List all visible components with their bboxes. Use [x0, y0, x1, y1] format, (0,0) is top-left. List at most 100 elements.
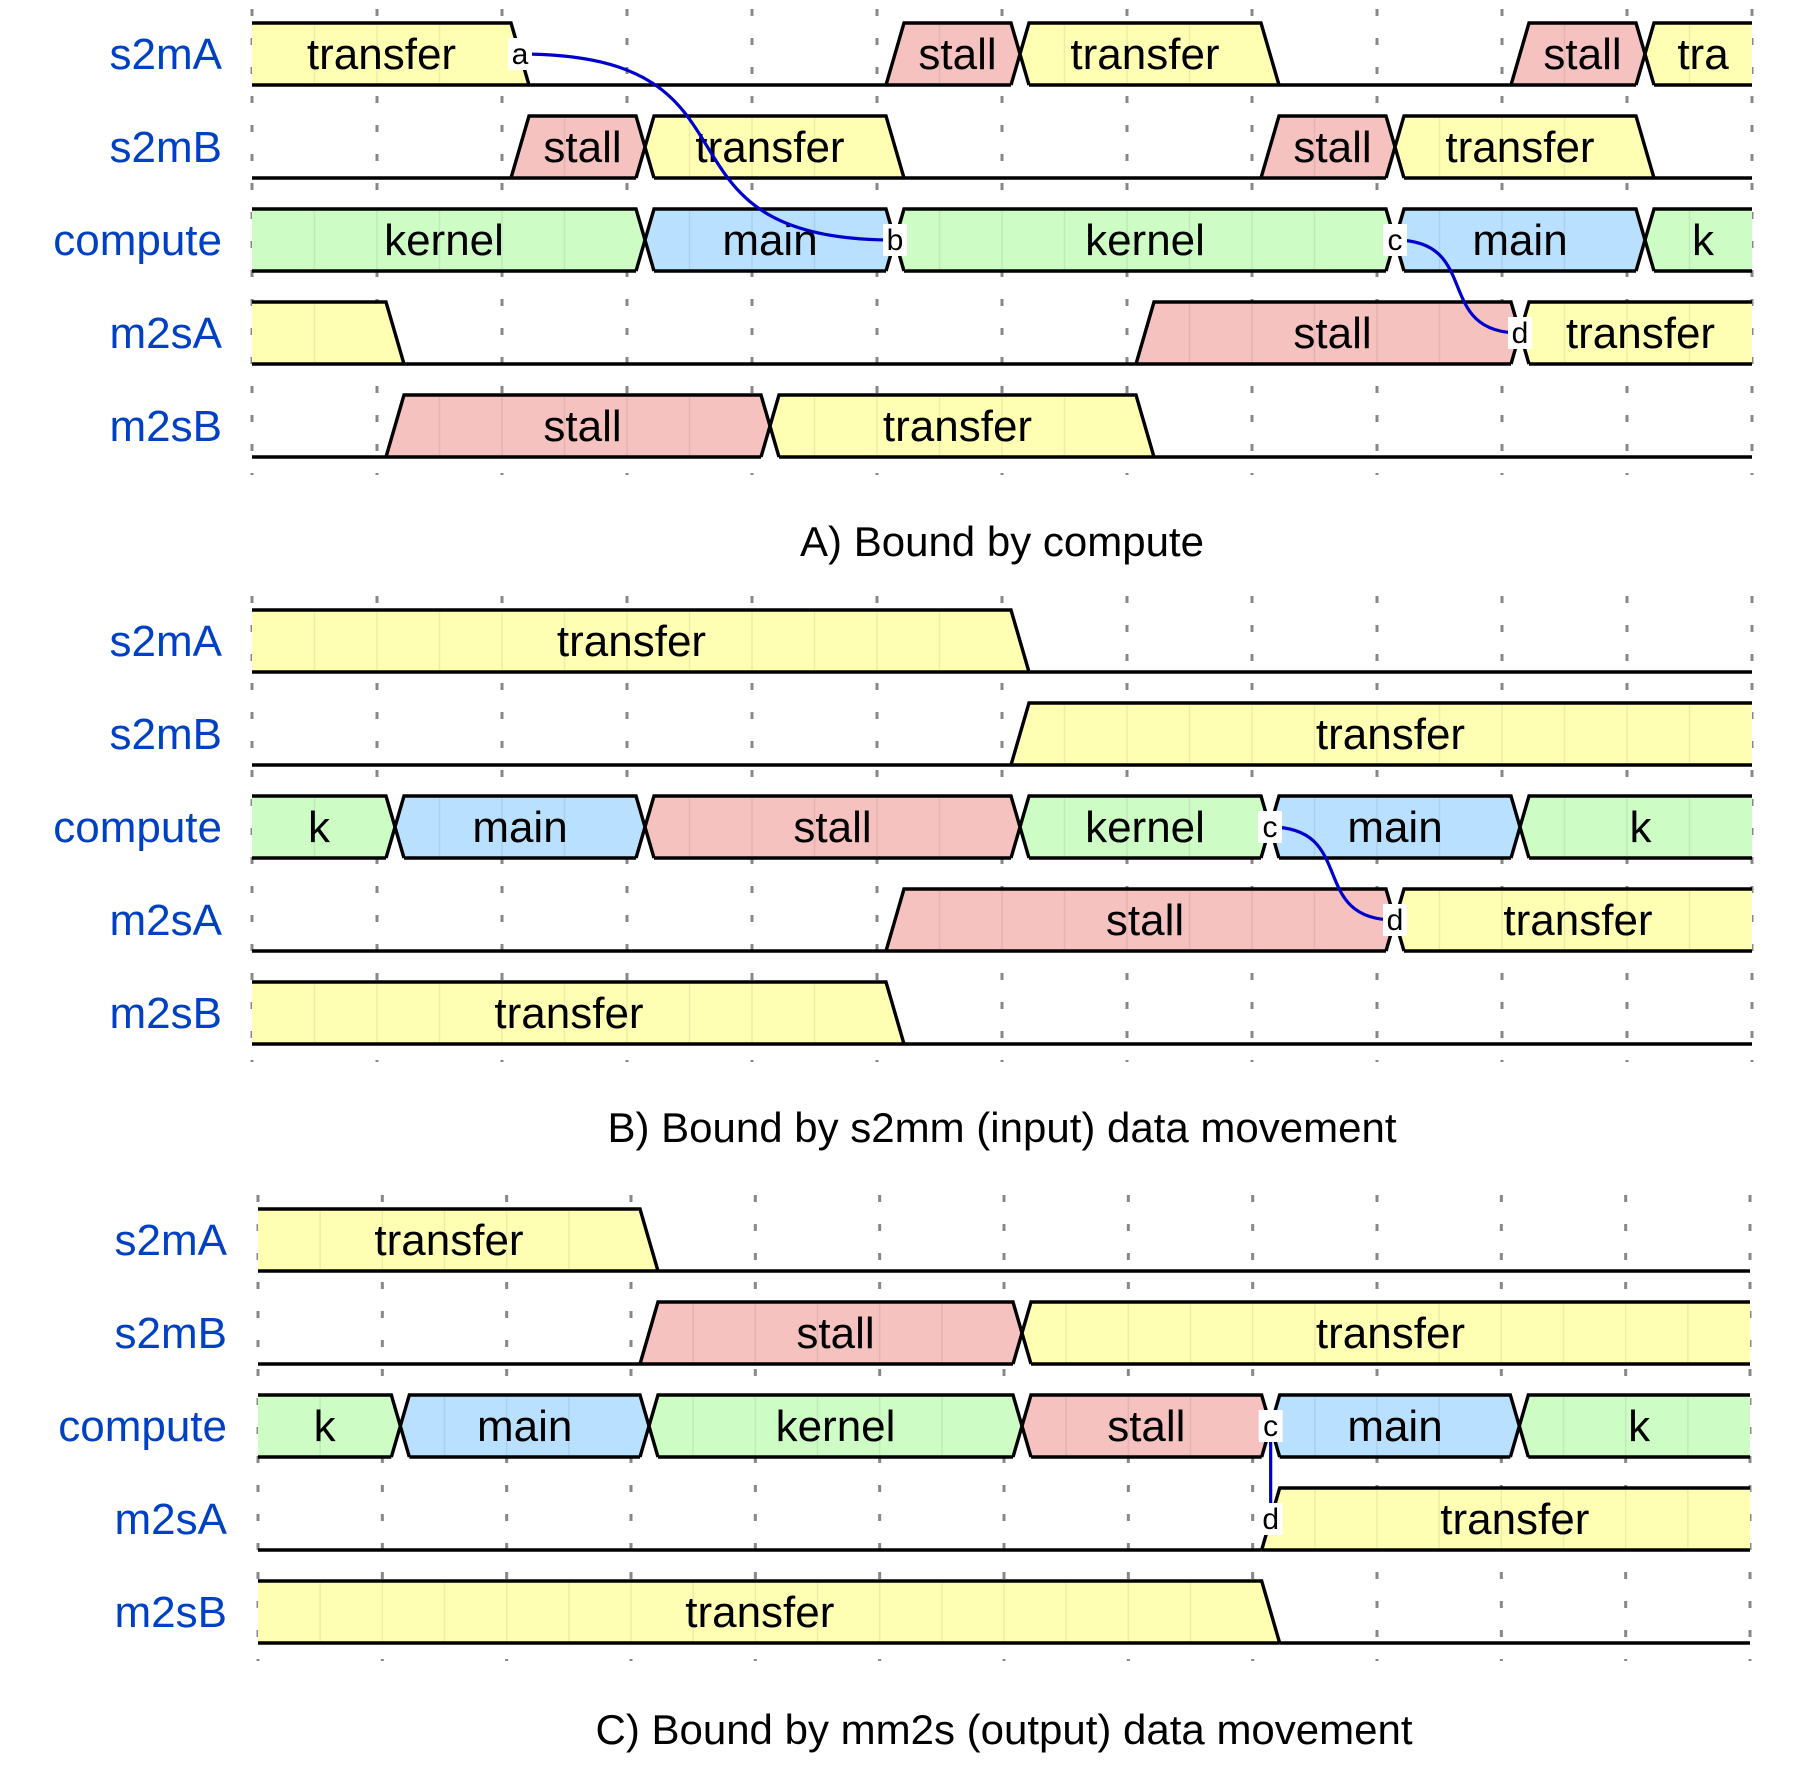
- segment-kernel: k: [1643, 207, 1752, 273]
- segment-outline: [647, 1393, 1024, 1459]
- node-marker-d: d: [1508, 317, 1532, 350]
- segment-fill: [252, 610, 1029, 672]
- node-label: b: [887, 224, 904, 257]
- segment-stall: stall: [1509, 21, 1647, 87]
- segment-label: k: [1692, 216, 1715, 265]
- signal-label: s2mA: [110, 30, 223, 79]
- signal-label: m2sB: [110, 402, 222, 451]
- segment-outline: [1259, 114, 1397, 180]
- dependency-edges: cd: [1258, 811, 1407, 937]
- node-label: d: [1512, 317, 1529, 350]
- segment-fill: [1520, 796, 1752, 858]
- lane-m2sb: m2sB stall transfer: [110, 393, 1752, 459]
- segment-fill: [258, 1581, 1280, 1643]
- segment-outline: [258, 1393, 403, 1459]
- segment-fill: [645, 796, 1020, 858]
- segment-outline: [252, 300, 406, 366]
- node-box: [1383, 224, 1407, 256]
- segment-label: transfer: [1445, 123, 1594, 172]
- segment-label: k: [1628, 1402, 1651, 1451]
- segment-label: transfer: [1316, 710, 1465, 759]
- segment-kernel: kernel: [1018, 794, 1272, 860]
- signal-label: m2sA: [110, 309, 223, 358]
- segment-label: k: [1630, 803, 1653, 852]
- segment-label: main: [1347, 803, 1442, 852]
- segment-stall: stall: [638, 1300, 1024, 1366]
- segment-outline: [643, 114, 906, 180]
- signal-label: compute: [53, 803, 222, 852]
- segment-transfer: tra: [1643, 21, 1752, 87]
- segment-fill: [252, 796, 395, 858]
- segment-label: transfer: [695, 123, 844, 172]
- segment-stall: stall: [384, 393, 772, 459]
- segment-fill: [886, 23, 1020, 85]
- segment-label: k: [308, 803, 331, 852]
- segment-outline: [252, 980, 906, 1046]
- segment-fill: [252, 302, 404, 364]
- segment-outline: [398, 1393, 651, 1459]
- segment-transfer: [252, 300, 406, 366]
- segment-label: main: [1472, 216, 1567, 265]
- segment-fill: [252, 209, 645, 271]
- segment-outline: [1643, 21, 1752, 87]
- segment-fill: [645, 209, 895, 271]
- segment-outline: [643, 794, 1022, 860]
- segment-label: stall: [1107, 1402, 1185, 1451]
- segment-fill: [400, 1395, 649, 1457]
- segment-transfer: transfer: [1260, 1486, 1750, 1552]
- panel-title: A) Bound by compute: [800, 518, 1204, 565]
- segment-fill: [1519, 1395, 1750, 1457]
- segment-transfer: transfer: [1018, 21, 1281, 87]
- segment-outline: [768, 393, 1156, 459]
- node-marker-c: c: [1258, 811, 1282, 844]
- node-box: [1508, 317, 1532, 349]
- segment-label: stall: [543, 123, 621, 172]
- signal-label: compute: [58, 1402, 227, 1451]
- node-marker-b: b: [883, 224, 907, 257]
- segment-stall: stall: [884, 21, 1022, 87]
- segment-label: transfer: [883, 402, 1032, 451]
- node-label: d: [1262, 1503, 1279, 1536]
- segment-fill: [1645, 23, 1752, 85]
- segment-stall: stall: [1020, 1393, 1273, 1459]
- edge-c-to-d: [1394, 238, 1521, 335]
- segment-label: stall: [543, 402, 621, 451]
- segment-fill: [1261, 116, 1395, 178]
- segment-kernel: k: [1517, 1393, 1750, 1459]
- segment-fill: [770, 395, 1154, 457]
- node-label: a: [512, 38, 529, 71]
- segment-fill: [252, 23, 529, 85]
- segment-outline: [1009, 701, 1752, 767]
- segment-label: stall: [1293, 123, 1371, 172]
- panel-title: B) Bound by s2mm (input) data movement: [607, 1104, 1396, 1151]
- segment-transfer: transfer: [1020, 1300, 1750, 1366]
- node-box: [508, 38, 532, 70]
- node-marker-c: c: [1258, 1410, 1283, 1443]
- node-label: c: [1263, 1410, 1278, 1443]
- node-box: [1383, 904, 1407, 936]
- segment-fill: [1022, 1395, 1271, 1457]
- segment-outline: [1518, 794, 1752, 860]
- segment-fill: [258, 1209, 658, 1271]
- segment-kernel: kernel: [893, 207, 1397, 273]
- node-marker-d: d: [1258, 1503, 1283, 1536]
- segment-label: stall: [1106, 896, 1184, 945]
- panel-title: C) Bound by mm2s (output) data movement: [595, 1706, 1412, 1753]
- segment-label: kernel: [776, 1402, 896, 1451]
- node-box: [883, 224, 907, 256]
- segment-kernel: k: [258, 1393, 403, 1459]
- segment-transfer: transfer: [252, 980, 906, 1046]
- signal-label: s2mA: [115, 1216, 228, 1265]
- segment-fill: [1020, 23, 1279, 85]
- segment-fill: [386, 395, 770, 457]
- node-label: c: [1263, 811, 1278, 844]
